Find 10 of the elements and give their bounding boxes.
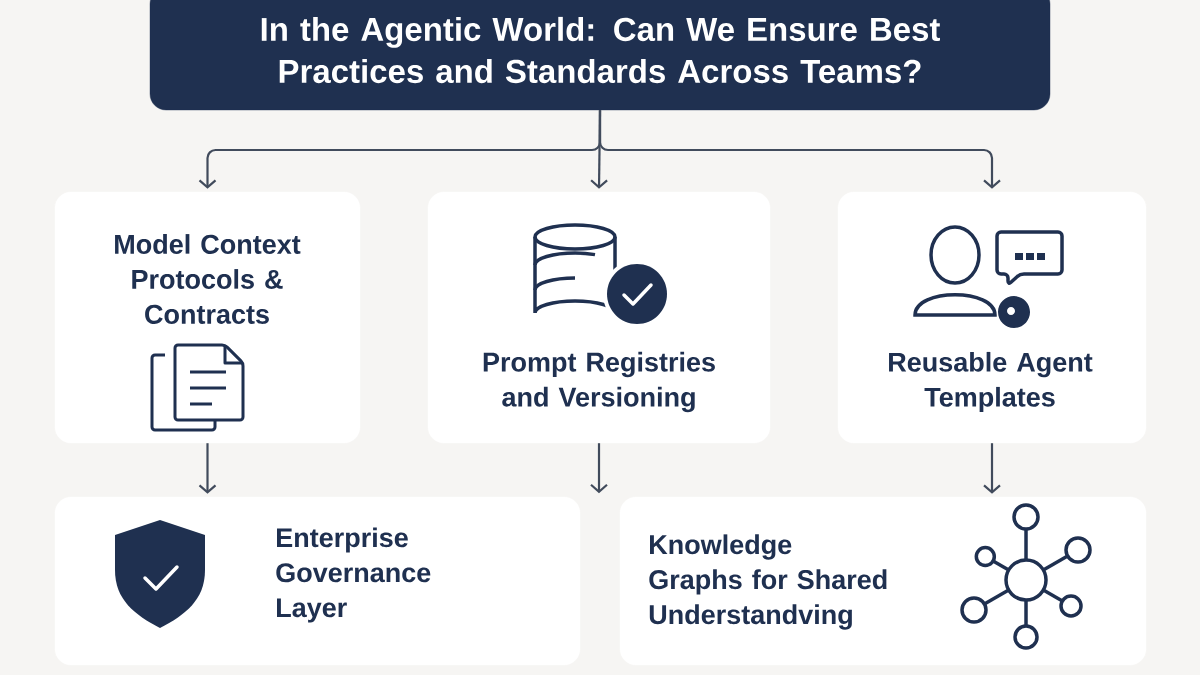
arrow [598,110,1001,189]
arrow [983,443,1001,494]
card: Enterprise Governance Layer [54,496,581,666]
card: Prompt Registries and Versioning [427,191,771,444]
card: Reusable Agent Templates [837,191,1147,444]
card: Model Context Protocols & Contracts [54,191,361,444]
arrow [198,443,217,494]
card: Knowledge Graphs for Shared Understandving [619,496,1147,666]
arrow [590,443,608,494]
title-banner: In the Agentic World: Can We Ensure Best Practices and Standards Across Teams? [149,0,1051,111]
